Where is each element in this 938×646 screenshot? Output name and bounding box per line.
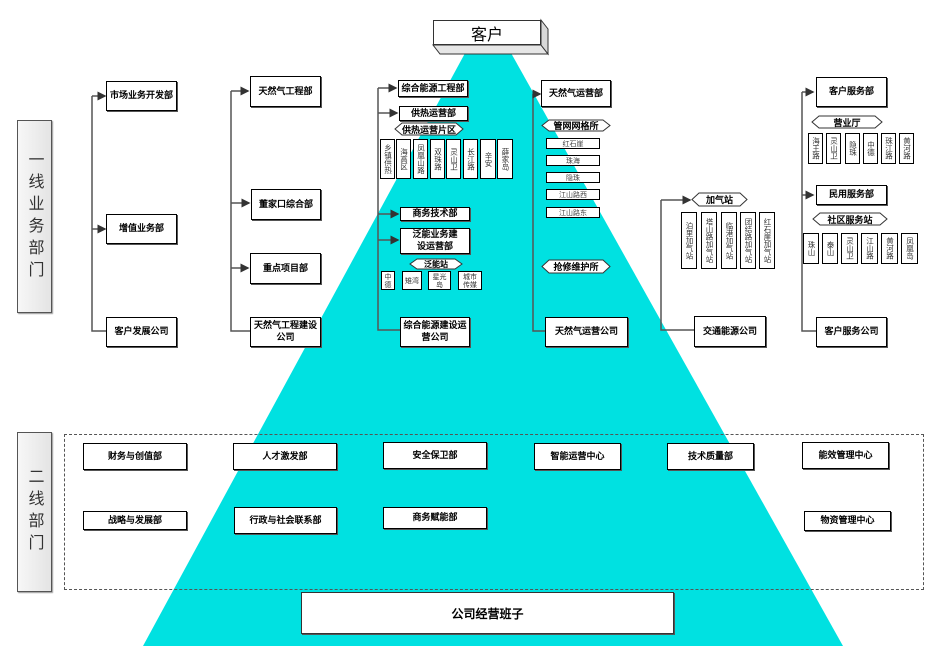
connector-col1-trunk [91,96,107,332]
hall-item[interactable]: 海王路 [808,133,823,164]
energy-construction-company[interactable]: 综合能源建设运营公司 [400,317,470,347]
second-line-dept[interactable]: 安全保卫部 [383,442,487,469]
community-station-item[interactable]: 珠山 [803,233,819,264]
second-line-dept[interactable]: 智能运营中心 [534,443,621,470]
community-station-item[interactable]: 泰山 [822,233,838,264]
connector-col3-trunk [377,88,400,331]
dongjiakou-dept[interactable]: 董家口综合部 [251,189,321,220]
grid-unit-item[interactable]: 珠海 [546,155,600,166]
heating-area-item[interactable]: 双珠路 [430,139,445,179]
grid-unit-item[interactable]: 隐珠 [546,172,600,183]
second-line-dept[interactable]: 战略与发展部 [83,511,187,530]
pan-energy-station-item[interactable]: 星光岛 [428,271,451,290]
heating-area-item[interactable]: 乡镇供热 [380,139,395,179]
second-line-label: 二线部门 [17,432,52,592]
second-line-dept[interactable]: 人才激发部 [233,443,337,470]
gas-construction-company[interactable]: 天然气工程建设公司 [250,317,321,347]
management-team[interactable]: 公司经营班子 [301,592,674,634]
gas-ops-dept[interactable]: 天然气运营部 [541,80,611,107]
heating-area-label: 供热运营片区 [401,125,456,136]
pan-energy-station-item[interactable]: 雉湾 [402,271,422,290]
pan-energy-station-label: 泛能站 [424,259,448,269]
heating-area-item[interactable]: 海高区 [396,139,411,179]
heating-area-item[interactable]: 辛安 [480,139,496,179]
hall-item[interactable]: 珠江路 [881,133,896,164]
gas-station-item[interactable]: 团结路加气站 [740,212,756,269]
community-label: 社区服务站 [827,215,873,226]
heating-ops-dept[interactable]: 供热运营部 [399,106,468,121]
hall-item[interactable]: 隐珠 [845,133,860,164]
client-box-side [540,18,549,56]
second-line-dept[interactable]: 技术质量部 [667,443,754,470]
second-line-dept[interactable]: 商务赋能部 [383,507,487,529]
second-line-dept[interactable]: 物资管理中心 [804,511,891,531]
customer-dev-company[interactable]: 客户发展公司 [106,317,177,347]
community-station-item[interactable]: 江山路 [861,233,878,264]
station-label-shape: 加气站 [691,192,748,208]
community-station-item[interactable]: 灵山卫 [841,233,858,264]
second-line-dept[interactable]: 行政与社会联系部 [234,507,337,534]
hall-item[interactable]: 黄河路 [899,133,914,164]
community-station-item[interactable]: 凤凰岛 [901,233,918,264]
hall-item[interactable]: 灵山卫 [826,133,841,164]
transport-energy-company[interactable]: 交通能源公司 [694,316,766,347]
grid-label: 管网网格所 [553,122,599,132]
connector-col4-trunk [532,94,545,332]
pyramid-shape [143,44,843,646]
hall-label: 营业厅 [833,118,861,129]
customer-service-company[interactable]: 客户服务公司 [816,317,887,347]
pan-energy-station-label-shape: 泛能站 [409,258,463,274]
second-line-container [64,434,924,590]
community-label-shape: 社区服务站 [812,212,888,228]
client-box: 客户 [433,20,541,45]
grid-unit-item[interactable]: 江山路东 [546,207,600,218]
hall-item[interactable]: 中德 [863,133,878,164]
value-added-dept[interactable]: 增值业务部 [106,214,177,244]
business-tech-dept[interactable]: 商务技术部 [400,207,470,221]
heating-area-item[interactable]: 长江路 [463,139,478,179]
first-line-label: 一线业务部门 [17,120,52,313]
customer-service-dept[interactable]: 客户服务部 [816,77,887,107]
second-line-dept[interactable]: 财务与创值部 [83,443,187,470]
grid-unit-item[interactable]: 江山路西 [546,189,600,200]
connector-col2-trunk [230,91,251,332]
heating-area-item[interactable]: 凤凰山路 [413,139,428,179]
repair-label-shape: 抢修维护所 [541,259,611,275]
heating-area-label-shape: 供热运营片区 [394,122,464,138]
heating-area-item[interactable]: 灵山卫 [446,139,461,179]
gas-station-item[interactable]: 塔山路加气站 [701,212,717,269]
grid-label-shape: 管网网格所 [541,119,611,135]
heating-area-item[interactable]: 薛家岛 [497,139,513,179]
connector-col5-trunk [660,200,694,331]
pan-energy-dept[interactable]: 泛能业务建设运营部 [400,228,470,254]
connector-col6-trunk [801,92,816,332]
station-label: 加气站 [705,196,733,206]
community-station-item[interactable]: 黄河路 [881,233,898,264]
energy-engineering-dept[interactable]: 综合能源工程部 [398,80,468,97]
civil-service-dept[interactable]: 民用服务部 [816,185,887,205]
second-line-dept[interactable]: 能效管理中心 [802,442,889,469]
gas-station-item[interactable]: 临港加气站 [721,212,737,269]
gas-engineering-dept[interactable]: 天然气工程部 [250,76,321,107]
gas-station-item[interactable]: 泊里加气站 [681,212,697,269]
pan-energy-station-item[interactable]: 中德 [381,271,395,290]
pan-energy-station-item[interactable]: 城市传媒 [458,271,482,290]
key-projects-dept[interactable]: 重点项目部 [250,253,321,284]
repair-label: 抢修维护所 [553,263,599,273]
hall-label-shape: 营业厅 [811,115,883,131]
gas-station-item[interactable]: 红石崖加气站 [759,212,775,269]
market-dev-dept[interactable]: 市场业务开发部 [106,81,177,111]
grid-unit-item[interactable]: 红石崖 [546,138,600,149]
gas-ops-company[interactable]: 天然气运营公司 [545,317,628,347]
